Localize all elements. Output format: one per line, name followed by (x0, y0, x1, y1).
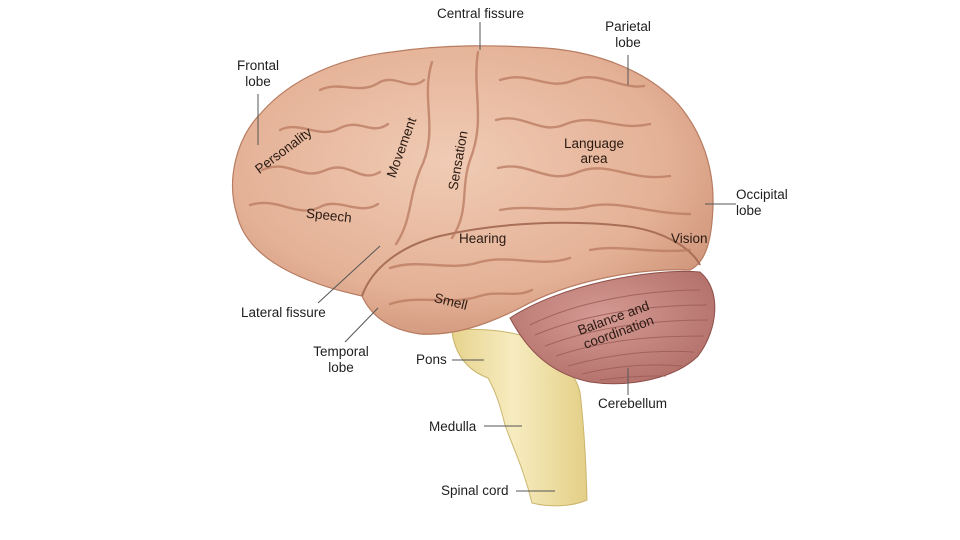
label-lateral-fissure: Lateral fissure (241, 305, 326, 321)
region-language-area: Language area (556, 136, 632, 166)
label-central-fissure: Central fissure (437, 6, 524, 22)
label-occipital-lobe: Occipital lobe (736, 187, 788, 219)
label-pons: Pons (416, 352, 447, 368)
region-hearing: Hearing (459, 231, 506, 246)
label-parietal-lobe: Parietal lobe (596, 19, 660, 51)
label-cerebellum: Cerebellum (598, 396, 667, 412)
label-frontal-lobe: Frontal lobe (228, 58, 288, 90)
label-temporal-lobe: Temporal lobe (306, 344, 376, 376)
label-spinal-cord: Spinal cord (441, 483, 509, 499)
region-vision: Vision (671, 231, 708, 246)
label-medulla: Medulla (429, 419, 476, 435)
